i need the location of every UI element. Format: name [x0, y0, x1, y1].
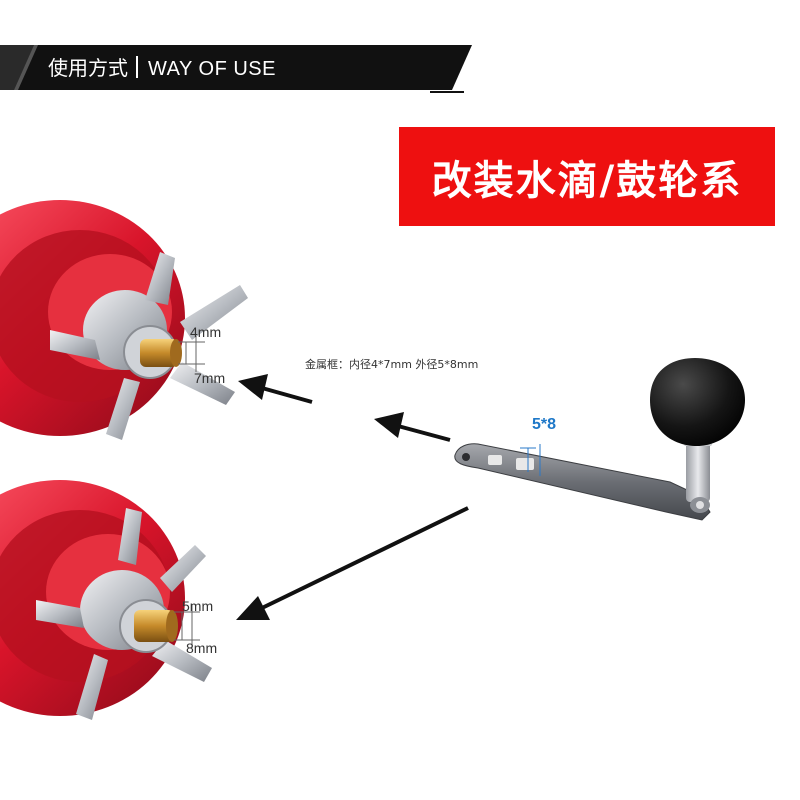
slot-dim-lines: [520, 444, 541, 476]
banner-title-cn: 使用方式: [48, 56, 128, 80]
handle-icon: [454, 358, 745, 521]
highlight-box: 改装水滴/鼓轮系: [399, 127, 775, 226]
reel-top-outer-label: 7mm: [194, 370, 226, 386]
banner-slash-highlight: [14, 45, 38, 90]
banner-title-en: WAY OF USE: [148, 58, 276, 80]
banner-divider: [136, 56, 138, 78]
reel-bottom-outer-label: 8mm: [186, 640, 218, 656]
reel-icon: [0, 480, 212, 720]
dim-lines-bottom: [174, 604, 200, 648]
arrow-left-icon: [238, 374, 313, 404]
arrow-left-icon: [236, 506, 469, 620]
banner-bar: [0, 45, 472, 90]
banner-title: 使用方式 WAY OF USE: [48, 52, 276, 84]
handle-slot-label: 5*8: [532, 416, 557, 433]
reel-bottom-inner-label: 5mm: [182, 598, 214, 614]
dim-lines-top: [178, 336, 205, 372]
banner-slash: [0, 45, 34, 90]
reel-icon: [0, 200, 248, 440]
reel-bottom: [0, 480, 212, 720]
arrow-left-icon: [374, 412, 451, 442]
frame-spec-note: 金属框：内径4*7mm 外径5*8mm: [305, 358, 479, 371]
reel-top: [0, 200, 248, 440]
reel-top-inner-label: 4mm: [190, 324, 222, 340]
header-banner: [0, 45, 472, 93]
highlight-text: 改装水滴/鼓轮系: [431, 157, 743, 204]
